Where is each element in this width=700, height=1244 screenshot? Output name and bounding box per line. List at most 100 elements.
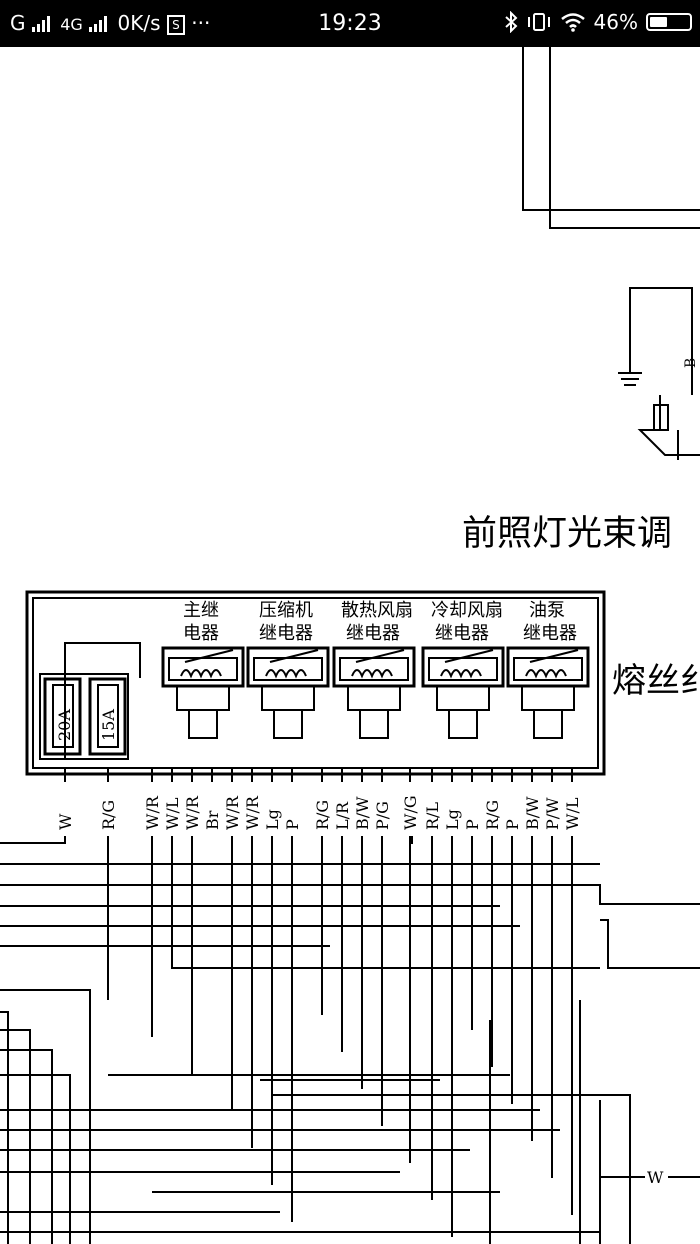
- wire: [0, 836, 66, 844]
- relay-title-5-line1: 油泵: [529, 600, 565, 621]
- signal-icon: [31, 16, 50, 32]
- relay-5: [506, 646, 590, 739]
- relay-coil-frame: [428, 657, 498, 681]
- relay-coil-icon: [525, 669, 567, 679]
- terminal-label: W/R: [243, 795, 262, 830]
- relay-coil-frame: [339, 657, 409, 681]
- terminal-label: R/G: [483, 800, 502, 830]
- relay-switch: [184, 649, 234, 663]
- wire: [272, 1094, 631, 1244]
- relay-body: [246, 646, 330, 688]
- wire: [0, 884, 700, 905]
- terminal-label: B/W: [353, 796, 372, 830]
- relay-stem: [448, 710, 478, 739]
- sim-icon: S: [166, 15, 185, 35]
- relay-body: [332, 646, 416, 688]
- relay-base: [176, 686, 230, 711]
- relay-body: [421, 646, 505, 688]
- terminal-label: L/R: [333, 801, 352, 830]
- top-right-frame: [522, 47, 700, 229]
- terminal-label: W/R: [223, 795, 242, 830]
- carrier-1: G: [10, 11, 26, 35]
- wire: [0, 1074, 71, 1244]
- terminal-label: W/R: [183, 795, 202, 830]
- bluetooth-icon: [504, 11, 517, 33]
- ground-symbol-icon: [618, 372, 642, 386]
- relay-title-2-line2: 继电器: [259, 623, 313, 644]
- relay-switch: [269, 649, 319, 663]
- relay-switch: [355, 649, 405, 663]
- relay-3: [332, 646, 416, 739]
- more-indicator: ···: [191, 11, 211, 35]
- relay-coil-icon: [351, 669, 393, 679]
- relay-base: [521, 686, 575, 711]
- relay-switch: [529, 649, 579, 663]
- wifi-icon: [560, 13, 585, 32]
- relay-base: [261, 686, 315, 711]
- relay-coil-icon: [440, 669, 482, 679]
- relay-title-5-line2: 继电器: [523, 623, 577, 644]
- net-speed: 0K/s: [117, 11, 161, 35]
- terminal-label: R/L: [423, 802, 442, 830]
- terminal-label: P: [283, 819, 302, 830]
- vibrate-icon: [527, 13, 550, 31]
- relay-base: [347, 686, 401, 711]
- terminal-label: R/G: [313, 800, 332, 830]
- relay-stem: [533, 710, 563, 739]
- terminal-label: P: [503, 819, 522, 830]
- relay-title-3-line1: 散热风扇: [341, 600, 413, 621]
- relay-coil-icon: [265, 669, 307, 679]
- relay-titles: 主继 电器 压缩机 继电器 散热风扇 继电器 冷却风扇 继电器 油泵 继电器: [183, 600, 577, 644]
- wire: [171, 836, 600, 969]
- sim-badge: S: [172, 18, 180, 32]
- signal-icon: [89, 16, 108, 32]
- terminal-label: Br: [203, 810, 222, 830]
- relay-title-1-line2: 电器: [183, 623, 219, 644]
- relay-stem: [359, 710, 389, 739]
- relay-switch: [444, 649, 494, 663]
- wiring-diagram: B 前照灯光束调 熔丝纟 20A 15A 主继 电器 压缩机 继电器 散热风扇 …: [0, 47, 700, 1244]
- relay-stem: [188, 710, 218, 739]
- terminal-label: Lg: [443, 809, 462, 830]
- terminal-label: W: [56, 813, 75, 830]
- b-wire-label: B: [683, 358, 699, 368]
- relay-base: [436, 686, 490, 711]
- terminal-label: P: [463, 819, 482, 830]
- terminal-label: W/R: [143, 795, 162, 830]
- ground-wire-label: W: [647, 1168, 664, 1187]
- fuse-box-label: 熔丝纟: [612, 661, 700, 701]
- wire: [0, 1049, 53, 1244]
- fuse-box: [25, 590, 606, 776]
- battery-icon: [646, 13, 692, 31]
- relay-title-4-line1: 冷却风扇: [431, 600, 503, 621]
- terminal-label: P/W: [543, 797, 562, 830]
- relay-title-4-line2: 继电器: [435, 623, 489, 644]
- clock: 19:23: [318, 11, 382, 36]
- relay-2: [246, 646, 330, 739]
- relay-body: [161, 646, 245, 688]
- relay-coil-icon: [180, 669, 222, 679]
- wire: [410, 836, 413, 844]
- relay-1: [161, 646, 245, 739]
- relay-coil-frame: [253, 657, 323, 681]
- relay-body: [506, 646, 590, 688]
- wire: [0, 1011, 9, 1244]
- relay-title-1-line1: 主继: [183, 600, 219, 621]
- wire: [0, 989, 91, 1244]
- status-right: 46%: [504, 10, 692, 34]
- terminal-label: Lg: [263, 809, 282, 830]
- relay-stem: [273, 710, 303, 739]
- wire: [600, 919, 700, 969]
- relay-title-2-line1: 压缩机: [259, 600, 313, 621]
- headlight-adjuster: [629, 287, 700, 460]
- battery-percent: 46%: [593, 10, 638, 34]
- fuse-20a-label: 20A: [55, 709, 74, 741]
- terminal-label: R/G: [99, 800, 118, 830]
- relay-coil-frame: [168, 657, 238, 681]
- terminal-label: B/W: [523, 796, 542, 830]
- status-bar: G 4G 0K/s S ··· 19:23 46%: [0, 0, 700, 47]
- headlight-label: 前照灯光束调: [462, 514, 672, 554]
- terminal-label: W/L: [163, 797, 182, 830]
- terminal-label: P/G: [373, 801, 392, 830]
- status-left: G 4G 0K/s S ···: [10, 11, 210, 35]
